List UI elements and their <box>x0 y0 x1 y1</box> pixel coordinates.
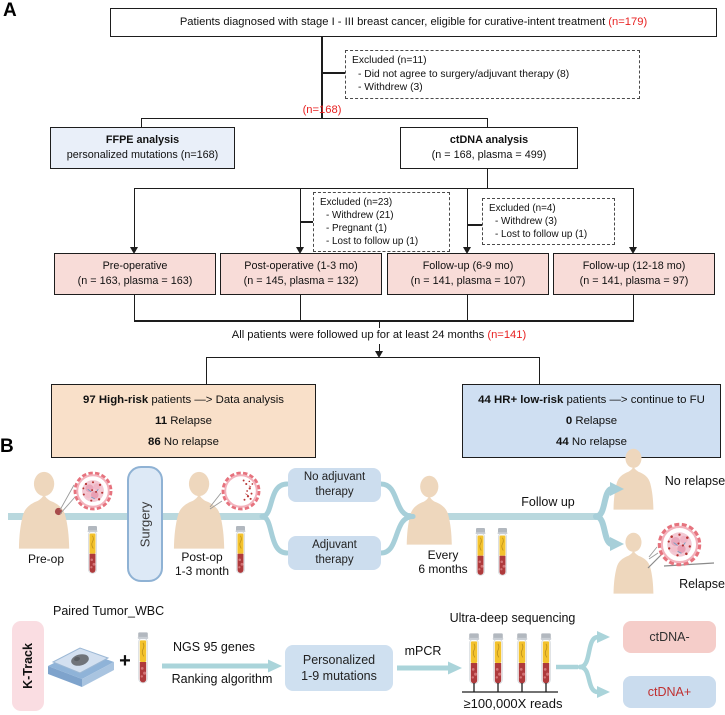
connector-line <box>299 188 301 247</box>
patient-surveillance-icon <box>406 475 452 545</box>
ngs-label: NGS 95 genes <box>173 640 255 654</box>
reads-label: ≥100,000X reads <box>463 696 563 711</box>
connector-line <box>466 188 468 247</box>
therapy-bracket <box>259 481 416 556</box>
n-count: (n=141) <box>487 329 527 341</box>
reads-ruler <box>462 683 558 693</box>
connector-line <box>205 356 540 358</box>
connector-line <box>378 321 380 328</box>
connector-line <box>378 344 380 352</box>
no-adjuvant-therapy-box: No adjuvant therapy <box>288 468 381 502</box>
arrowhead <box>628 246 637 254</box>
panel-a-label: A <box>3 0 17 21</box>
ctdna-positive-box: ctDNA+ <box>623 676 716 708</box>
excluded-followup-box: Excluded (n=4) - Withdrew (3) - Lost to … <box>482 198 615 246</box>
blood-tube-icon <box>137 631 149 684</box>
mpcr-label: mPCR <box>404 644 442 658</box>
connector-line <box>632 188 634 247</box>
connector-line <box>301 221 314 223</box>
connector-line <box>133 293 135 321</box>
ctdna-negative-box: ctDNA- <box>623 621 716 653</box>
arrowhead <box>374 351 383 358</box>
callout-lines <box>209 492 223 510</box>
cohort-box-preoperative: Pre-operative(n = 163, plasma = 163) <box>54 253 216 295</box>
connector-line <box>632 293 634 321</box>
ultradeep-label: Ultra-deep sequencing <box>449 611 576 625</box>
low-risk-result-box: 44 HR+ low-risk patients —> continue to … <box>462 384 721 458</box>
panel-b-label: B <box>0 436 14 457</box>
connector-line <box>321 35 323 118</box>
adjuvant-therapy-box: Adjuvant therapy <box>288 536 381 570</box>
enrollment-box: Patients diagnosed with stage I - III br… <box>110 8 717 37</box>
cohort-box-postoperative: Post-operative (1-3 mo)(n = 145, plasma … <box>220 253 382 295</box>
personalized-mutations-box: Personalized 1-9 mutations <box>285 645 393 691</box>
arrowhead <box>129 246 138 254</box>
ktrack-pill: K-Track <box>12 621 44 711</box>
excluded-postop-box: Excluded (n=23) - Withdrew (21) - Pregna… <box>313 192 450 253</box>
ngs-arrow <box>162 659 282 673</box>
ranking-label: Ranking algorithm <box>171 672 273 686</box>
connector-line <box>205 357 207 384</box>
connector-line <box>468 224 483 226</box>
n168-label: (n=168) <box>302 104 342 116</box>
connector-line <box>133 188 135 247</box>
ctdna-analysis-box: ctDNA analysis (n = 168, plasma = 499) <box>400 127 578 169</box>
surgery-label: Surgery <box>137 501 153 547</box>
ffpe-analysis-box: FFPE analysis personalized mutations (n=… <box>50 127 235 169</box>
ffpe-cassette-icon <box>48 647 114 687</box>
postop-label: Post-op 1-3 month <box>174 550 230 578</box>
surgery-pill: Surgery <box>127 466 163 582</box>
tumor-inset-preop-icon <box>73 471 113 511</box>
tumor-inset-postop-icon <box>221 471 261 511</box>
excluded-surgery-box: Excluded (n=11) - Did not agree to surge… <box>345 50 640 99</box>
ctdna-split-arrow <box>556 631 610 698</box>
cohort-box-followup-6-9: Follow-up (6-9 mo)(n = 141, plasma = 107… <box>387 253 549 295</box>
arrowhead <box>462 246 471 254</box>
connector-line <box>141 117 487 119</box>
connector-line <box>140 118 142 128</box>
every-6-months-label: Every 6 months <box>418 548 468 576</box>
tumor-inset-relapse-icon <box>657 522 702 567</box>
callout-lines <box>59 484 76 515</box>
plus-icon: + <box>119 650 131 672</box>
arrowhead <box>295 246 304 254</box>
high-risk-result-box: 97 High-risk patients —> Data analysis 1… <box>51 384 316 458</box>
patient-no-relapse-icon <box>613 448 654 510</box>
biopsy-needle <box>647 553 715 569</box>
connector-line <box>538 357 540 384</box>
cohort-box-followup-12-18: Follow-up (12-18 mo)(n = 141, plasma = 9… <box>553 253 715 295</box>
connector-line <box>299 293 301 321</box>
paired-tumor-wbc-label: Paired Tumor_WBC <box>53 604 165 618</box>
timeline-band <box>8 513 598 520</box>
blood-tube-icon <box>540 632 552 685</box>
relapse-label: Relapse <box>679 577 725 591</box>
connector-line <box>322 72 345 74</box>
mpcr-arrow <box>397 661 462 675</box>
blood-tube-icon <box>87 525 98 574</box>
followup-note: All patients were followed up for at lea… <box>231 329 527 341</box>
followup-label: Follow up <box>521 495 575 509</box>
followup-split-arrow <box>593 482 624 551</box>
no-relapse-label: No relapse <box>664 474 725 488</box>
callout-lines <box>648 546 659 560</box>
preop-label: Pre-op <box>27 552 65 566</box>
ktrack-label: K-Track <box>21 643 36 689</box>
connector-line <box>486 167 488 188</box>
connector-line <box>486 118 488 128</box>
connector-line <box>133 320 634 322</box>
connector-line <box>466 293 468 321</box>
blood-tube-icon <box>497 527 508 576</box>
blood-tube-icon <box>468 632 480 685</box>
blood-tube-icon <box>492 632 504 685</box>
n-count: (n=179) <box>608 15 648 28</box>
patient-postop-icon <box>173 471 225 549</box>
connector-line <box>133 187 634 189</box>
blood-tube-icon <box>516 632 528 685</box>
